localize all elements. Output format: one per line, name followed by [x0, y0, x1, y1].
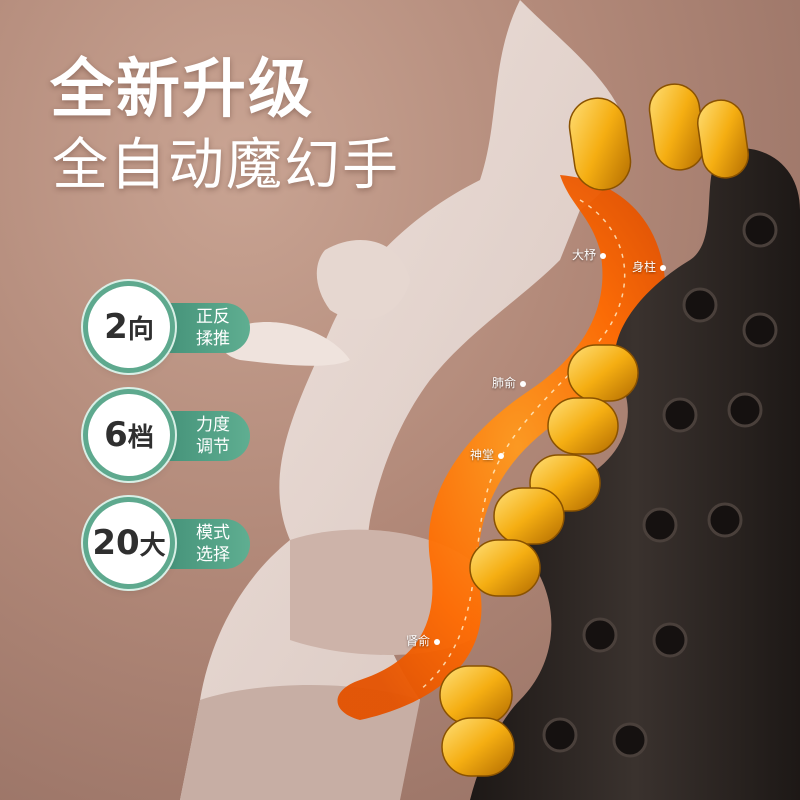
feature-value: 20大: [92, 523, 165, 563]
gold-rollers: [439, 83, 749, 777]
feature-badge: 20大: [88, 502, 170, 584]
feature-label-line2: 揉推: [196, 329, 230, 349]
feature-label-line1: 模式: [196, 523, 230, 543]
acupoint-shenzhu: 身柱: [632, 258, 667, 275]
feature-number: 2: [104, 307, 128, 347]
feature-label-line1: 力度: [196, 415, 230, 435]
feature-label: 正反 揉推: [183, 306, 243, 350]
feature-number: 6: [104, 415, 128, 455]
acupoint-dot-icon: [600, 252, 607, 259]
acupoint-label: 身柱: [632, 260, 657, 274]
acupoint-shenshu: 肾俞: [406, 632, 441, 649]
acupoint-label: 肾俞: [406, 634, 431, 648]
feature-value: 2向: [104, 307, 154, 347]
feature-badge: 2向: [88, 286, 170, 368]
acupoint-dot-icon: [520, 380, 527, 387]
massage-glow: [337, 175, 666, 720]
feature-label: 模式 选择: [183, 522, 243, 566]
feature-number: 20: [92, 523, 140, 563]
acupoint-dot-icon: [498, 452, 505, 459]
feature-badge: 6档: [88, 394, 170, 476]
feature-value: 6档: [104, 415, 154, 455]
feature-unit: 向: [127, 315, 154, 345]
acupoint-dot-icon: [434, 638, 441, 645]
feature-directions: 正反 揉推 2向: [88, 286, 258, 368]
feature-label-line2: 选择: [196, 545, 230, 565]
feature-label-line1: 正反: [196, 307, 230, 327]
acupoint-shentang: 神堂: [470, 446, 505, 463]
feature-label-line2: 调节: [196, 437, 230, 457]
feature-unit: 大: [139, 531, 166, 561]
feature-unit: 档: [127, 423, 154, 453]
feature-modes: 模式 选择 20大: [88, 502, 258, 584]
acupoint-dazhu: 大杼: [572, 246, 607, 263]
subline: 全自动魔幻手: [52, 133, 400, 198]
acupoint-label: 神堂: [470, 448, 495, 462]
feature-label: 力度 调节: [183, 414, 243, 458]
acupoint-label: 大杼: [572, 248, 597, 262]
feature-strength: 力度 调节 6档: [88, 394, 258, 476]
acupoint-label: 肺俞: [492, 376, 517, 390]
headline: 全新升级: [50, 53, 314, 127]
roller-frame: [470, 148, 800, 800]
acupoint-feishu: 肺俞: [492, 374, 527, 391]
acupoint-dot-icon: [660, 264, 667, 271]
